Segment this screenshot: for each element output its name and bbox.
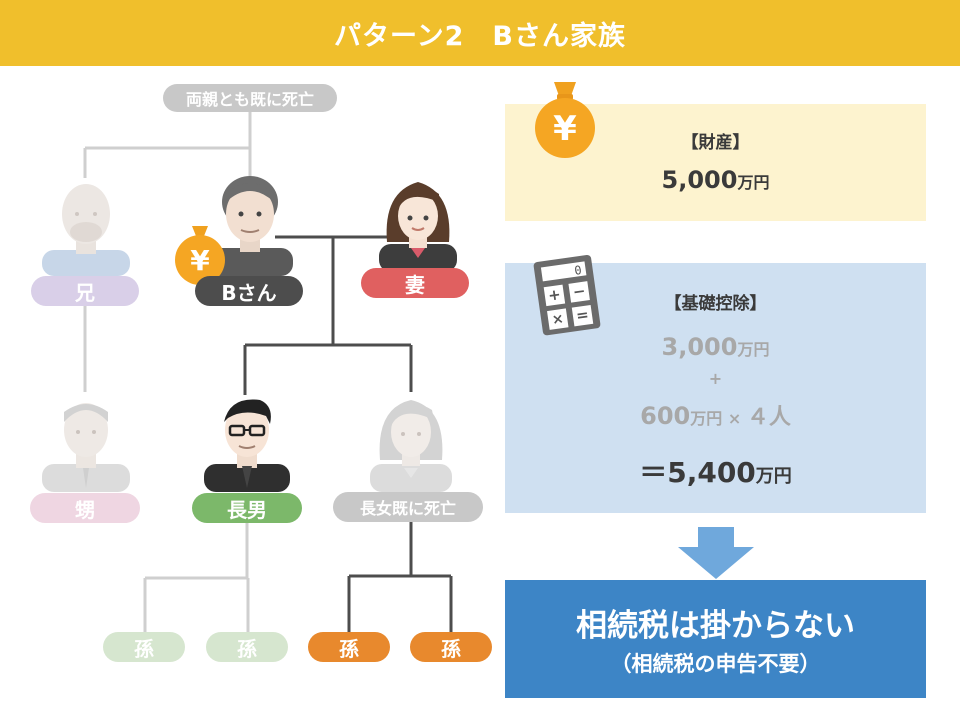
nephew-avatar-icon	[42, 403, 130, 492]
assets-heading: 【財産】	[681, 133, 750, 153]
down-arrow-icon	[678, 527, 754, 579]
svg-text:0: 0	[573, 263, 582, 278]
eldest-daughter-label: 長女既に死亡	[333, 492, 483, 522]
svg-text:=: =	[575, 305, 590, 325]
page-title: パターン2 Bさん家族	[0, 0, 960, 66]
svg-text:−: −	[572, 282, 587, 302]
calculator-icon: 0 + − × =	[533, 254, 601, 336]
eldest-son-avatar-icon	[204, 399, 290, 492]
grandchild-3-label: 孫	[308, 632, 390, 662]
result-main: 相続税は掛からない	[576, 608, 855, 644]
brother-label: 兄	[31, 276, 139, 306]
svg-text:¥: ¥	[190, 244, 210, 277]
deduction-plus: +	[708, 369, 723, 388]
svg-text:+: +	[547, 285, 562, 305]
brother-avatar-icon	[42, 184, 130, 276]
b-san-label: Bさん	[195, 276, 303, 306]
deduction-heading: 【基礎控除】	[664, 294, 767, 314]
result-panel: 相続税は掛からない （相続税の申告不要）	[505, 580, 926, 698]
assets-amount: 5,000万円	[661, 166, 770, 194]
svg-text:×: ×	[551, 311, 565, 328]
nephew-label: 甥	[30, 493, 140, 523]
deduction-base-amount: 3,000万円	[661, 333, 770, 361]
deduction-total: ＝5,400万円	[639, 456, 792, 489]
grandchild-2-label: 孫	[206, 632, 288, 662]
wife-avatar-icon	[379, 182, 457, 272]
grandchild-1-label: 孫	[103, 632, 185, 662]
wife-label: 妻	[361, 268, 469, 298]
assets-money-bag-icon: ¥	[535, 82, 595, 158]
parents-deceased-note: 両親とも既に死亡	[163, 84, 337, 112]
b-san-avatar-icon	[207, 176, 293, 276]
money-bag-icon: ¥	[175, 226, 225, 285]
eldest-son-label: 長男	[192, 493, 302, 523]
deduction-per-person: 600万円 × ４人	[640, 402, 791, 430]
result-sub: （相続税の申告不要）	[610, 652, 821, 676]
eldest-daughter-avatar-icon	[370, 400, 452, 492]
grandchild-4-label: 孫	[410, 632, 492, 662]
svg-text:¥: ¥	[553, 109, 577, 149]
